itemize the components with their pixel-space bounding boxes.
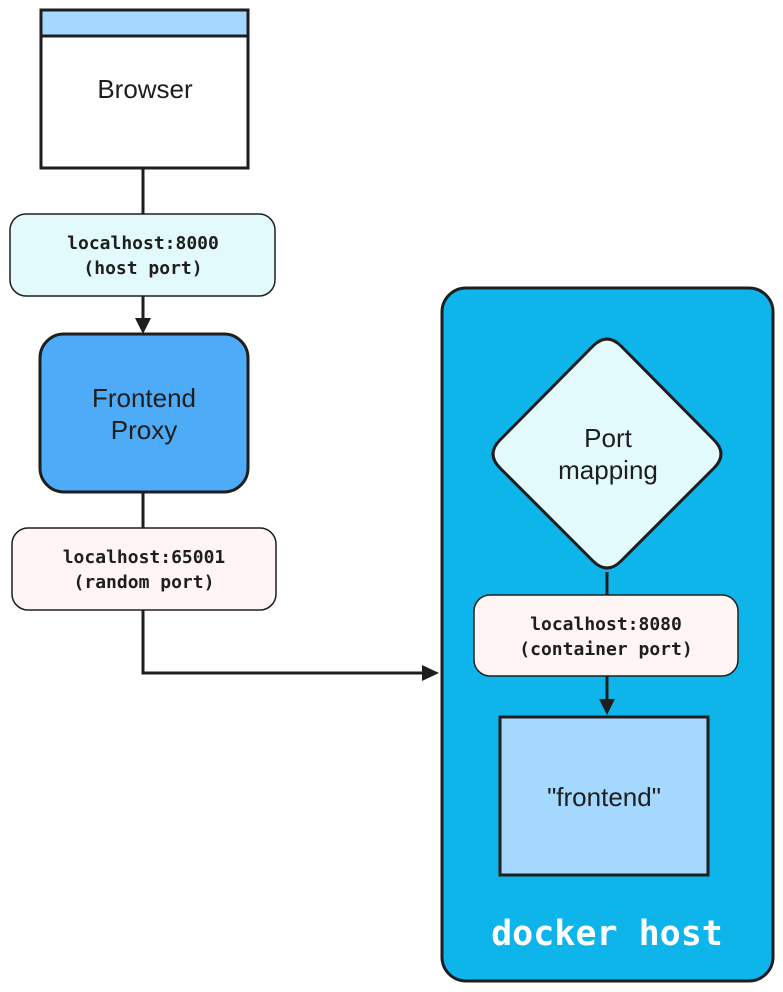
- host-port-box: [9, 213, 276, 297]
- frontend-container-node[interactable]: "frontend": [498, 715, 710, 877]
- frontend-container-box: [498, 715, 710, 877]
- frontend-arrowhead: [599, 699, 615, 715]
- container-port-description: (container port): [519, 639, 692, 660]
- frontend-proxy-node[interactable]: Frontend Proxy: [38, 332, 250, 494]
- browser-node[interactable]: Browser: [39, 8, 250, 170]
- host-port-node[interactable]: localhost:8000 (host port): [9, 213, 276, 297]
- port-mapping-label-line2: mapping: [558, 455, 658, 485]
- port-mapping-label-line1: Port: [584, 423, 632, 453]
- docker-arrowhead: [422, 665, 439, 681]
- port-mapping-diamond: [491, 337, 723, 570]
- connectors: [141, 168, 609, 702]
- random-port-description: (random port): [74, 572, 215, 593]
- frontend-container-label: "frontend": [547, 782, 661, 812]
- container-port-box: [473, 594, 739, 677]
- random-port-box: [11, 527, 277, 611]
- random-port-to-docker-arrow: [141, 610, 424, 675]
- frontend-proxy-label-line2: Proxy: [111, 415, 177, 445]
- frontend-proxy-box: [38, 332, 250, 494]
- docker-host-label: docker host: [491, 914, 723, 954]
- frontend-proxy-label-line1: Frontend: [92, 383, 196, 413]
- host-port-description: (host port): [83, 258, 202, 279]
- arrowheads: [135, 318, 615, 715]
- browser-label: Browser: [97, 74, 193, 104]
- host-port-address: localhost:8000: [67, 233, 219, 254]
- container-port-node[interactable]: localhost:8080 (container port): [473, 594, 739, 677]
- random-port-node[interactable]: localhost:65001 (random port): [11, 527, 277, 611]
- container-port-address: localhost:8080: [530, 614, 682, 635]
- proxy-arrowhead: [135, 318, 151, 334]
- port-mapping-node[interactable]: Port mapping: [491, 337, 723, 570]
- browser-titlebar: [39, 8, 250, 38]
- random-port-address: localhost:65001: [63, 547, 226, 568]
